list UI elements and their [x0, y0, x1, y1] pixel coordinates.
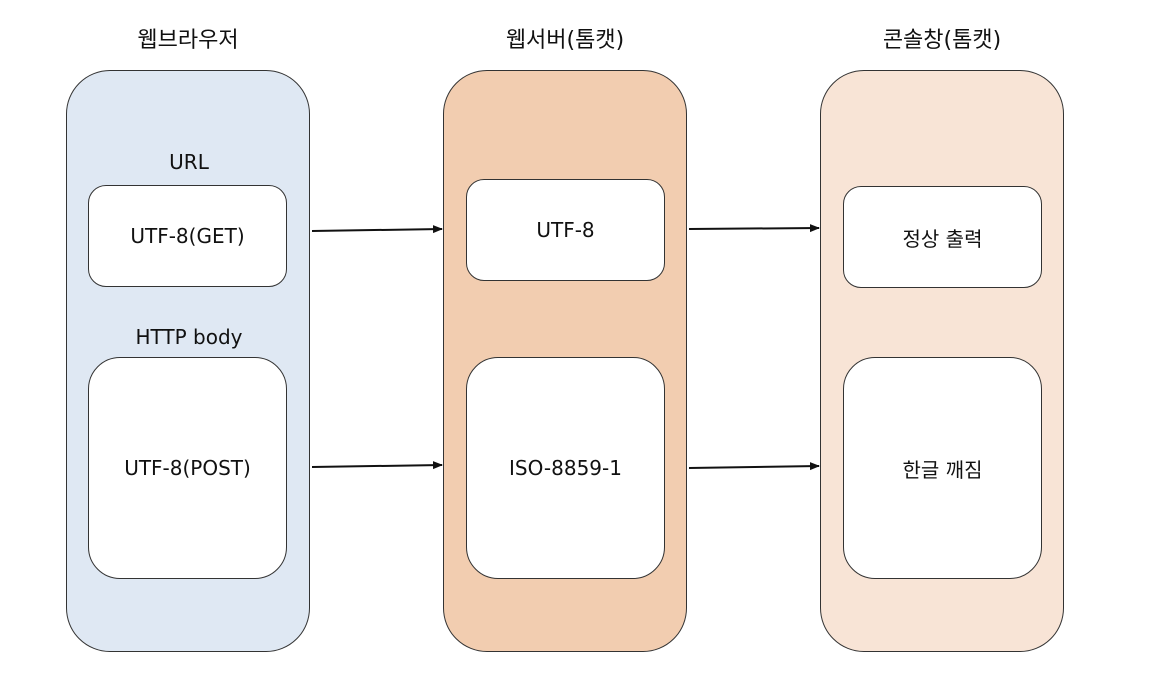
- arrow-utf8-to-console: [688, 224, 820, 233]
- arrow-post-to-server: [311, 461, 443, 470]
- post-encoding-text: UTF-8(POST): [124, 456, 251, 480]
- console-ok-box: 정상 출력: [843, 186, 1042, 288]
- console-broken-box: 한글 깨짐: [843, 357, 1042, 579]
- get-encoding-text: UTF-8(GET): [130, 224, 245, 248]
- server-iso-text: ISO-8859-1: [509, 456, 622, 480]
- server-utf8-text: UTF-8: [536, 218, 595, 242]
- get-encoding-box: UTF-8(GET): [88, 185, 287, 287]
- console-column-title: 콘솔창(톰캣): [882, 28, 1002, 53]
- server-iso-box: ISO-8859-1: [466, 357, 665, 579]
- console-broken-text: 한글 깨짐: [902, 457, 983, 482]
- console-column: 정상 출력 한글 깨짐: [820, 70, 1064, 652]
- server-column: UTF-8 ISO-8859-1: [443, 70, 687, 652]
- console-ok-text: 정상 출력: [902, 226, 983, 251]
- http-body-label: HTTP body: [135, 325, 243, 349]
- server-column-title: 웹서버(톰캣): [505, 28, 625, 53]
- browser-column-title: 웹브라우저: [137, 28, 239, 53]
- post-encoding-box: UTF-8(POST): [88, 357, 287, 579]
- url-label: URL: [169, 150, 209, 174]
- arrow-iso-to-console: [688, 462, 820, 471]
- arrow-get-to-server: [311, 225, 443, 234]
- server-utf8-box: UTF-8: [466, 179, 665, 281]
- browser-column: URL UTF-8(GET) HTTP body UTF-8(POST): [66, 70, 310, 652]
